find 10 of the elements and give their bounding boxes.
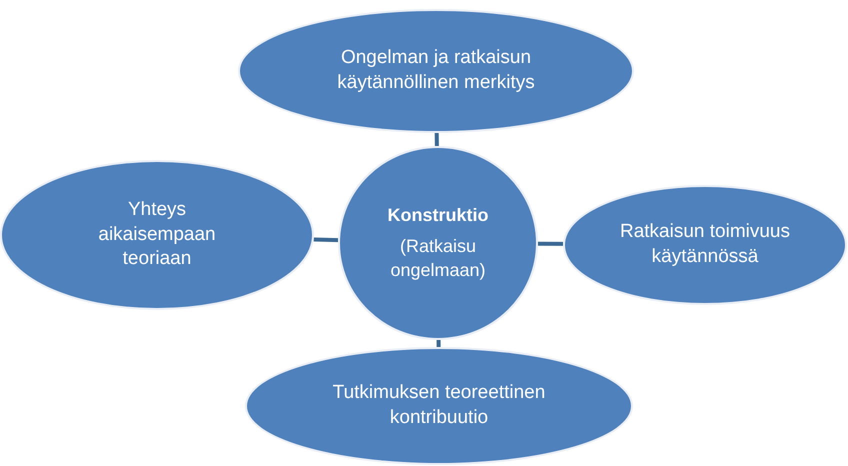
node-heading: Konstruktio [388, 204, 488, 227]
connector-line [538, 242, 564, 246]
node-text: Yhteys aikaisempaan teoriaan [97, 198, 217, 272]
node-text: (Ratkaisu ongelmaan) [389, 235, 487, 282]
node-text: Ongelman ja ratkaisun käytännöllinen merkitys [336, 46, 536, 95]
node-text: Ratkaisun toimivuus käytännössä [618, 220, 792, 269]
node-text: Tutkimuksen teoreettinen kontribuutio [332, 381, 546, 430]
connector-line [434, 132, 439, 146]
connector-line [436, 340, 441, 348]
connector-line [314, 237, 338, 242]
